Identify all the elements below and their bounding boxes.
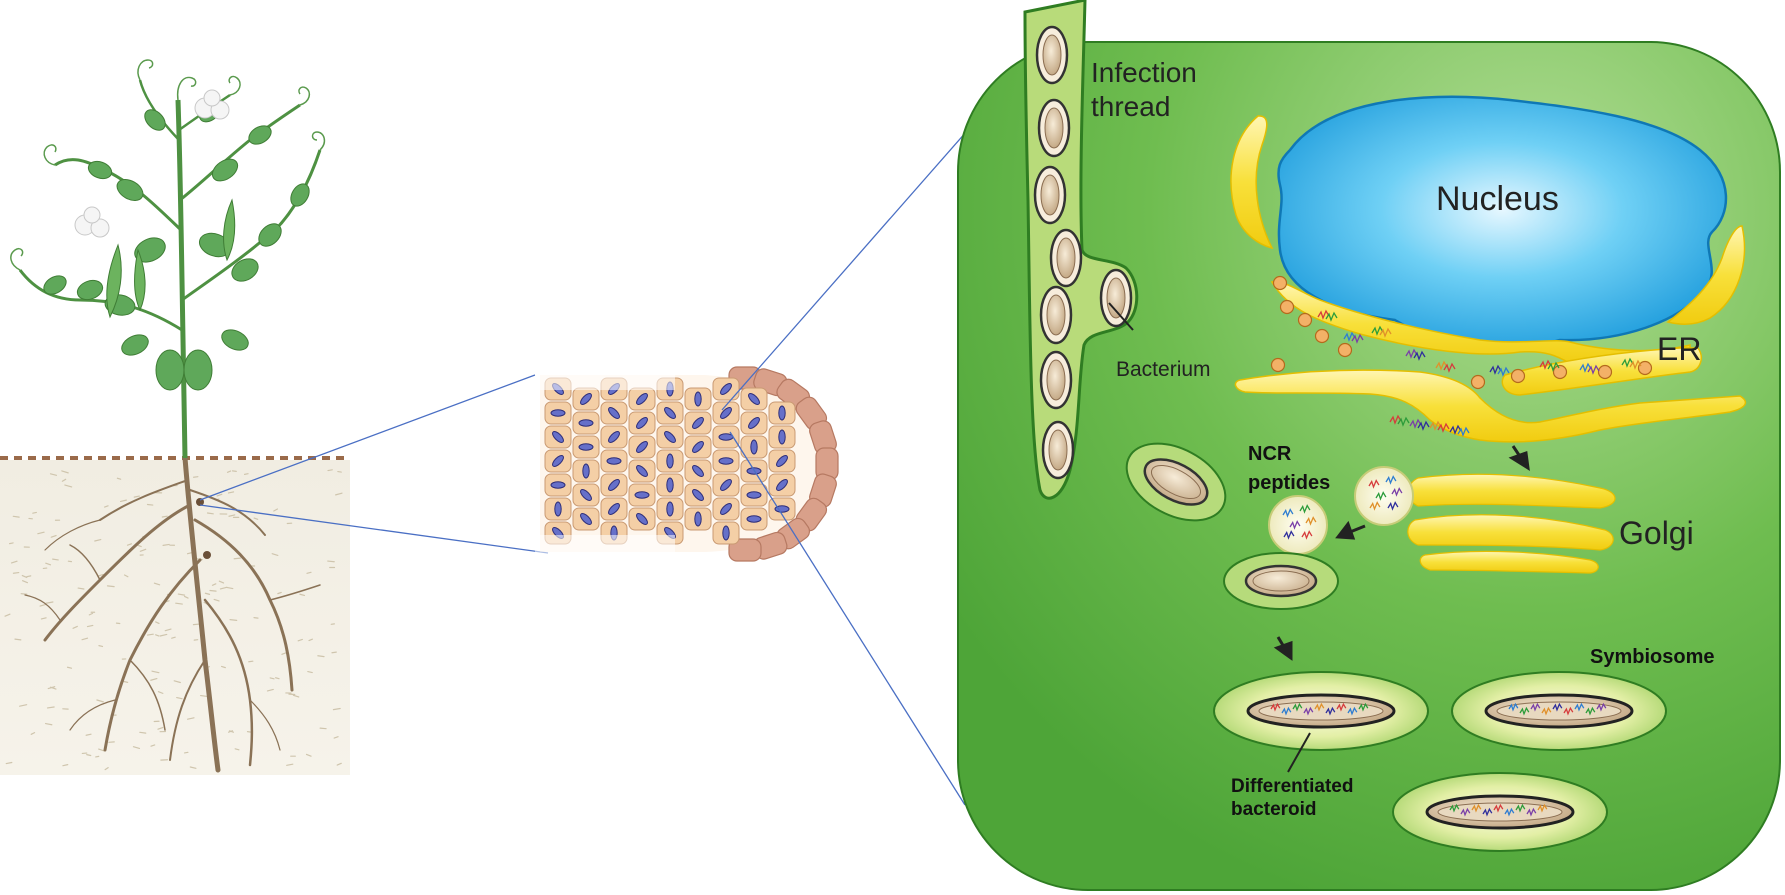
bacteroid-dot [718, 433, 734, 441]
golgi-label: Golgi [1619, 515, 1694, 551]
bacteroid-dot [746, 515, 762, 523]
bacteroid-dot [746, 491, 762, 499]
differentiated-bacteroid-label: Differentiated [1231, 776, 1353, 797]
bacteroid-dot [692, 465, 704, 477]
golgi-apparatus [1407, 473, 1616, 574]
bacteroid-dot [748, 393, 760, 405]
er-label: ER [1657, 331, 1701, 367]
cortex-cell [728, 538, 762, 562]
symbiosome [1392, 772, 1608, 852]
early-symbiosome [1125, 442, 1227, 522]
bacteroid-dot [718, 457, 734, 465]
bacteroid-dot [778, 429, 786, 445]
bacteroid-dot [692, 417, 704, 429]
thread-bacteria [1033, 25, 1133, 480]
bacteroid-dot [580, 513, 592, 525]
ncr-peptides-label: peptides [1248, 472, 1330, 494]
ncr-vesicle [1268, 495, 1328, 555]
bacteroid-dot [692, 441, 704, 453]
bacteroid-dot [748, 417, 760, 429]
bacteroid-dot [694, 511, 702, 527]
bacteroid-dot [554, 501, 562, 517]
bacteroid-dot [580, 489, 592, 501]
bacteroid-dot [778, 405, 786, 421]
bacteroid-dot [550, 481, 566, 489]
plant-shoot [10, 59, 326, 459]
flow-arrows [1273, 445, 1530, 661]
infection-thread [1023, 0, 1139, 500]
symbiosome-label: Symbiosome [1590, 646, 1714, 668]
root-nodule [203, 551, 211, 559]
differentiated-bacteroid-label: bacteroid [1231, 799, 1317, 820]
bacterium-label: Bacterium [1116, 358, 1211, 381]
symbiosome [1451, 671, 1667, 751]
infection-thread-label: thread [1091, 91, 1170, 122]
bacteroid-pointer [1287, 732, 1311, 773]
bacteroid-dot [582, 463, 590, 479]
er-peptides [1317, 309, 1642, 437]
bacteroid-dot [636, 393, 648, 405]
bacteroid-dot [720, 503, 732, 515]
bacteroid-dot [578, 443, 594, 451]
bacteroid-dot [552, 431, 564, 443]
bacteroid-dot [692, 489, 704, 501]
bacteroid-dot [720, 479, 732, 491]
symbiosome [1213, 671, 1429, 751]
bacteroid-dot [664, 431, 676, 443]
bacteroid-dot [550, 409, 566, 417]
er-ribosomes [1270, 275, 1653, 390]
bacteroid-dot [552, 455, 564, 467]
bacteroid-dot [720, 407, 732, 419]
bacteroid-dot [608, 431, 620, 443]
bacteroid-dot [634, 491, 650, 499]
ncr-vesicle [1354, 466, 1414, 526]
zoom-lines-root-to-nodule [199, 374, 549, 554]
bacteroid-dot [636, 465, 648, 477]
bacteroid-dot [606, 457, 622, 465]
bacteroid-dot [722, 525, 730, 541]
bacteroid-dot [776, 479, 788, 491]
infection-thread-label: Infection [1091, 57, 1197, 88]
root-nodule [196, 498, 204, 506]
bacteroid-dot [664, 407, 676, 419]
plant-roots [24, 455, 321, 773]
ncr-peptides-label: NCR [1248, 443, 1292, 465]
bacteroid-dot [750, 439, 758, 455]
soil-texture [4, 469, 343, 771]
bacteroid-dot [608, 503, 620, 515]
endoplasmic-reticulum [1230, 115, 1747, 443]
bacteroid-dot [578, 419, 594, 427]
bacteroid-dot [608, 407, 620, 419]
nascent-symbiosome [1223, 552, 1339, 610]
bacteroid-dot [720, 383, 732, 395]
nodule-tissue [535, 360, 839, 565]
bacteroid-dot [580, 393, 592, 405]
bacteroid-dot [774, 505, 790, 513]
bacteroid-dot [666, 453, 674, 469]
bacteroid-dot [694, 391, 702, 407]
bacterium-pointer [1108, 302, 1134, 331]
bacteroid-dot [666, 477, 674, 493]
bacteroid-dot [636, 513, 648, 525]
nucleus-label: Nucleus [1436, 180, 1559, 218]
bacteroid-dot [636, 441, 648, 453]
bacteroid-dot [666, 501, 674, 517]
bacteroid-dot [776, 455, 788, 467]
bacteroid-dot [636, 417, 648, 429]
bacteroid-dot [608, 479, 620, 491]
